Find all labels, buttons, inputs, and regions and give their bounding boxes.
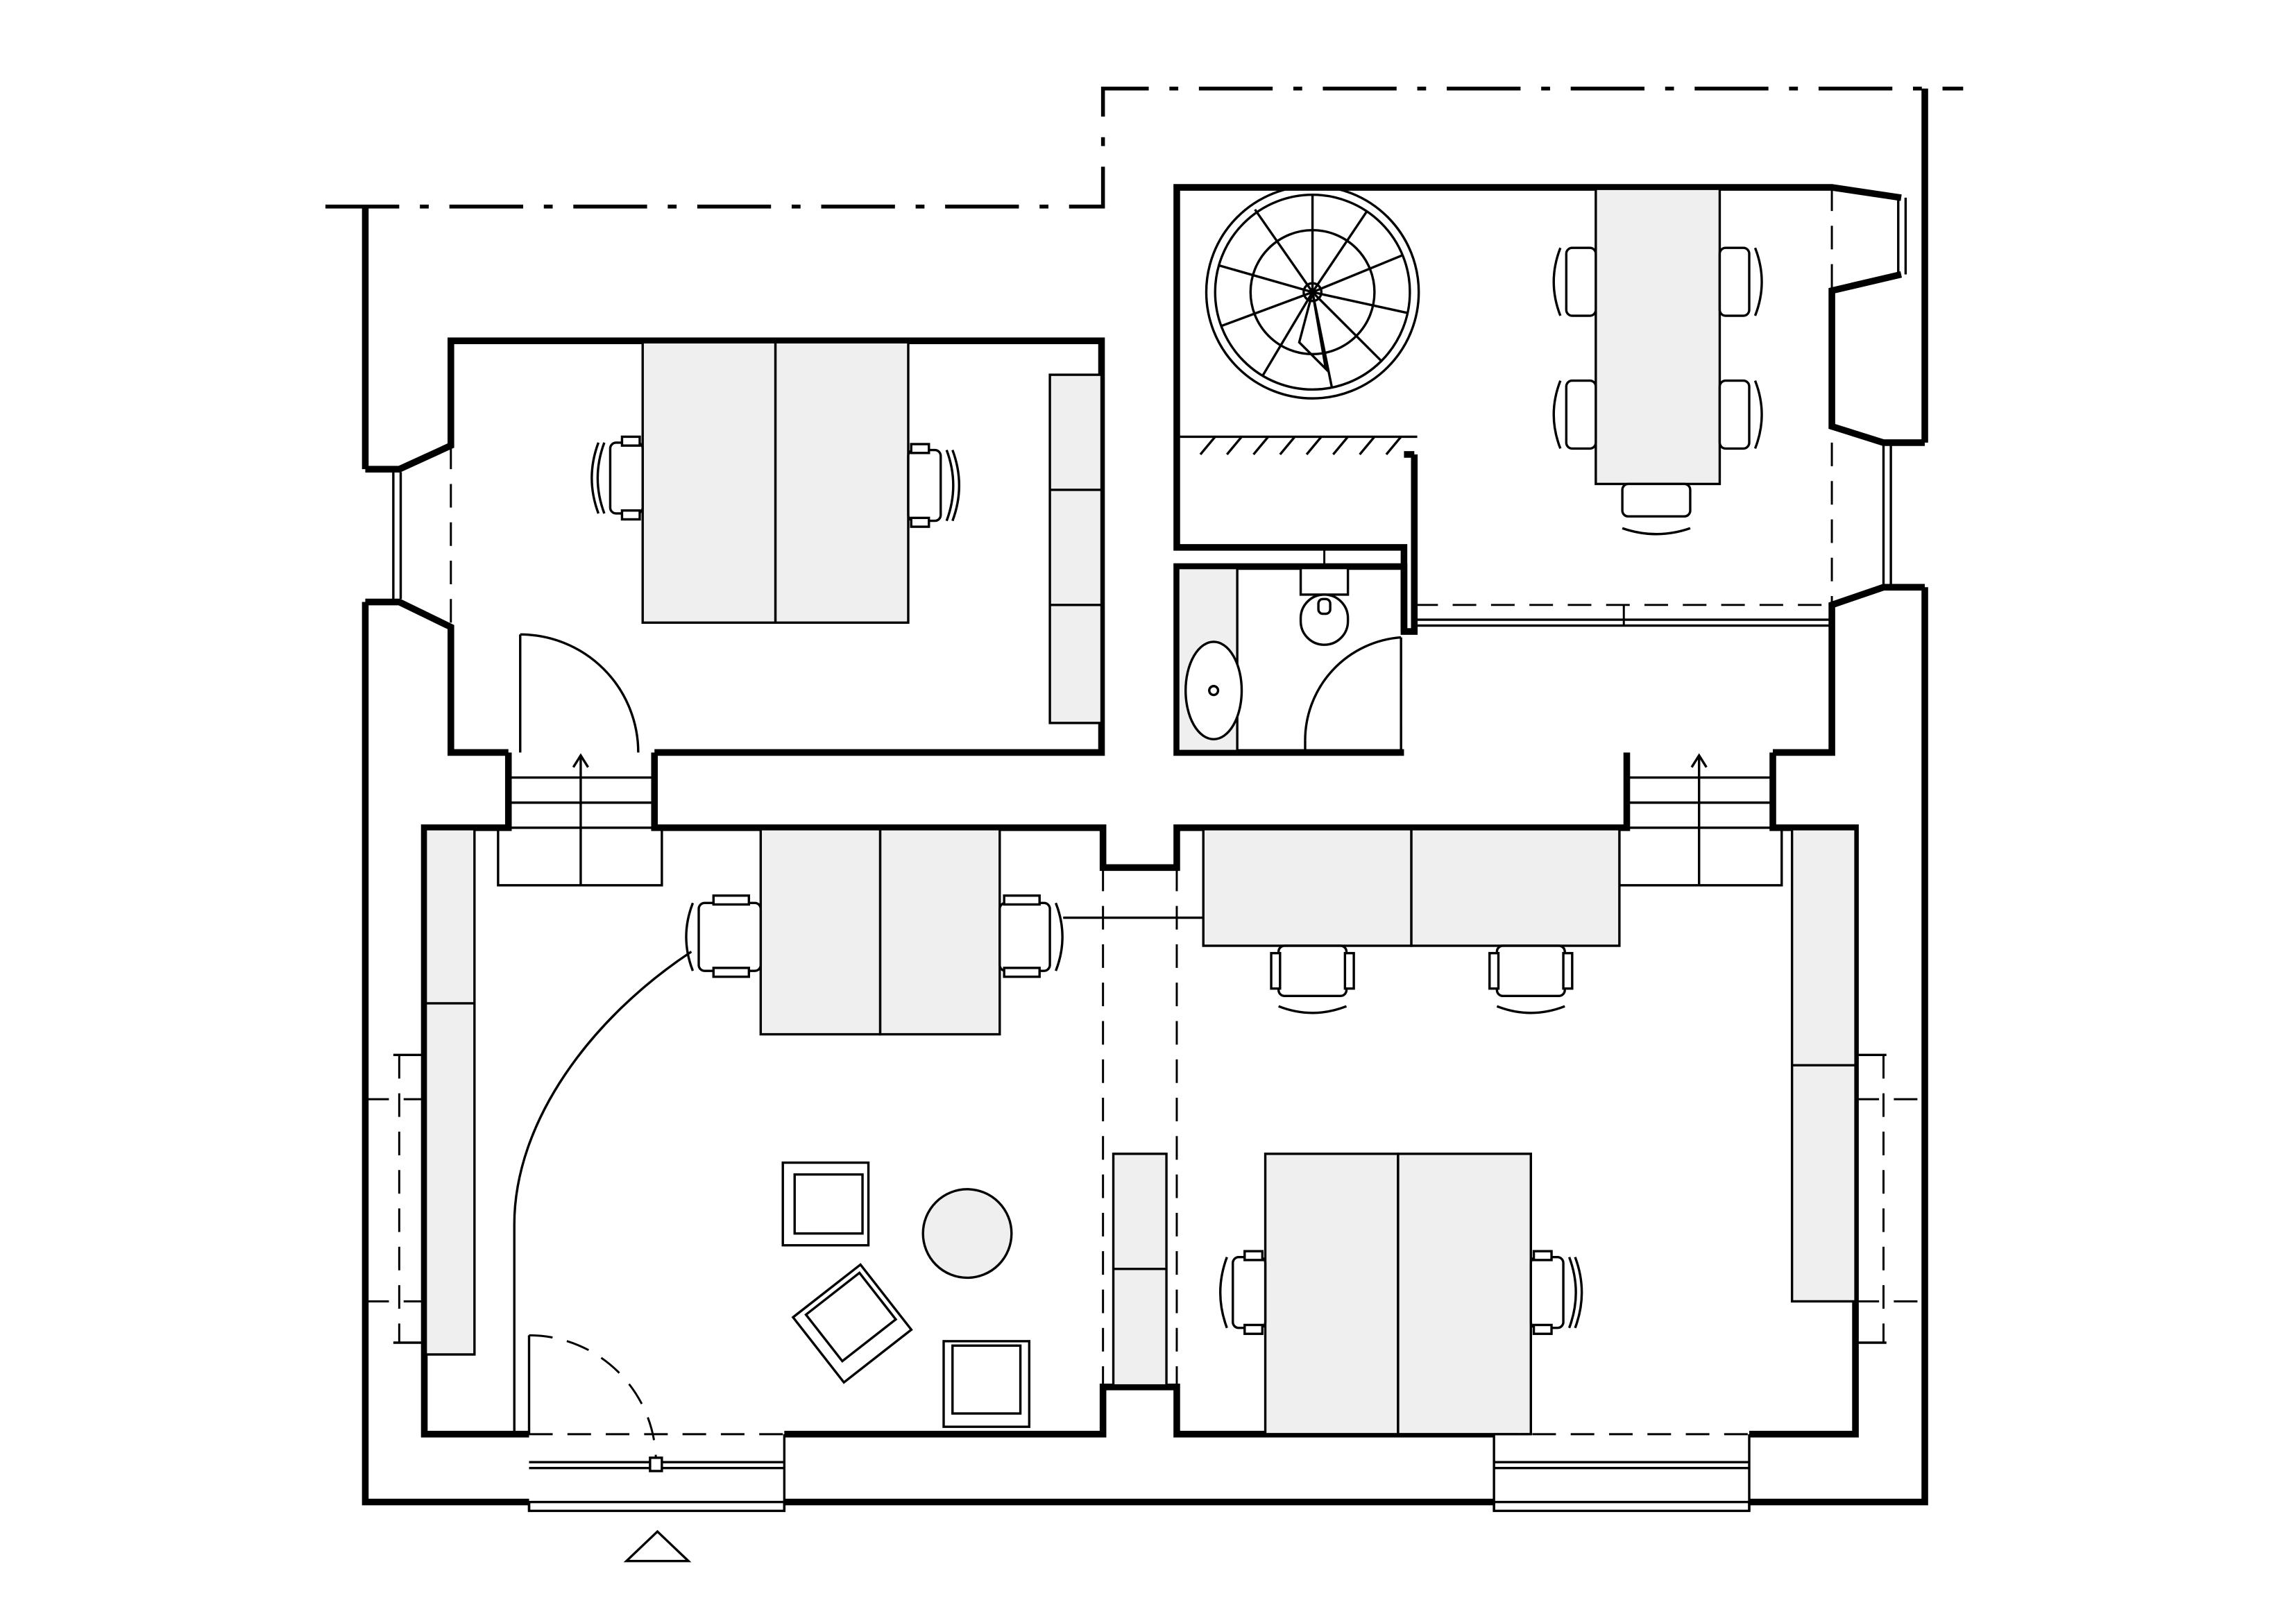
- window-west: [392, 472, 402, 600]
- chair: [1552, 246, 1597, 317]
- window-east-lower: [1855, 1053, 1925, 1344]
- lounge-armchair: [791, 1263, 913, 1384]
- steps-up-east: [1618, 752, 1783, 887]
- floor-opening-hatch: [1176, 435, 1418, 456]
- door-swing: [1304, 636, 1402, 753]
- chair: [1529, 1250, 1583, 1335]
- spiral-staircase: [1205, 185, 1420, 400]
- door-swing: [519, 633, 640, 753]
- wall-cabinet: [424, 828, 476, 1356]
- desk-pair: [1264, 1153, 1532, 1436]
- desk-pair: [759, 828, 1001, 1036]
- chair: [1621, 482, 1692, 536]
- chair: [1718, 246, 1763, 317]
- round-coffee-table: [921, 1188, 1013, 1280]
- outer-walls: [362, 88, 1928, 1506]
- room-reception: [365, 828, 1064, 1563]
- shelf-unit: [1048, 373, 1103, 724]
- toilet: [1299, 549, 1350, 646]
- window-west-lower: [365, 1053, 425, 1344]
- chair: [907, 443, 960, 528]
- south-window: [1493, 1433, 1751, 1513]
- chair: [1219, 1250, 1267, 1335]
- chair: [1718, 379, 1763, 450]
- entrance-door: [527, 1433, 786, 1513]
- lounge-armchair: [781, 1161, 870, 1247]
- inner-wall-lower: [420, 752, 1859, 1438]
- room-office-north-west: [365, 337, 1105, 887]
- corridor: [1400, 604, 1832, 887]
- chair: [998, 894, 1064, 978]
- meeting-table: [1595, 187, 1721, 486]
- wall-cabinet: [1790, 828, 1857, 1303]
- chair: [1270, 944, 1355, 1014]
- door-swing: [527, 1334, 657, 1463]
- entrance-arrow-icon: [623, 1529, 692, 1563]
- chair: [685, 894, 763, 978]
- property-boundary: [325, 86, 1964, 209]
- divider-cabinet: [1112, 1153, 1168, 1387]
- room-meeting-north-east: [1173, 184, 1925, 756]
- counter-desk: [1202, 828, 1621, 947]
- chair: [590, 435, 644, 521]
- room-wc: [1173, 549, 1408, 756]
- vanity: [1177, 566, 1243, 753]
- window-east: [1882, 445, 1892, 585]
- chair: [1488, 944, 1574, 1014]
- sliding-door-arc: [513, 951, 692, 1434]
- lounge-armchair: [942, 1340, 1031, 1428]
- steps-up-west: [497, 752, 663, 887]
- chair: [1552, 379, 1597, 450]
- room-office-south-east: [1202, 828, 1925, 1513]
- desk-pair: [641, 341, 910, 624]
- window-north-east: [1897, 197, 1907, 275]
